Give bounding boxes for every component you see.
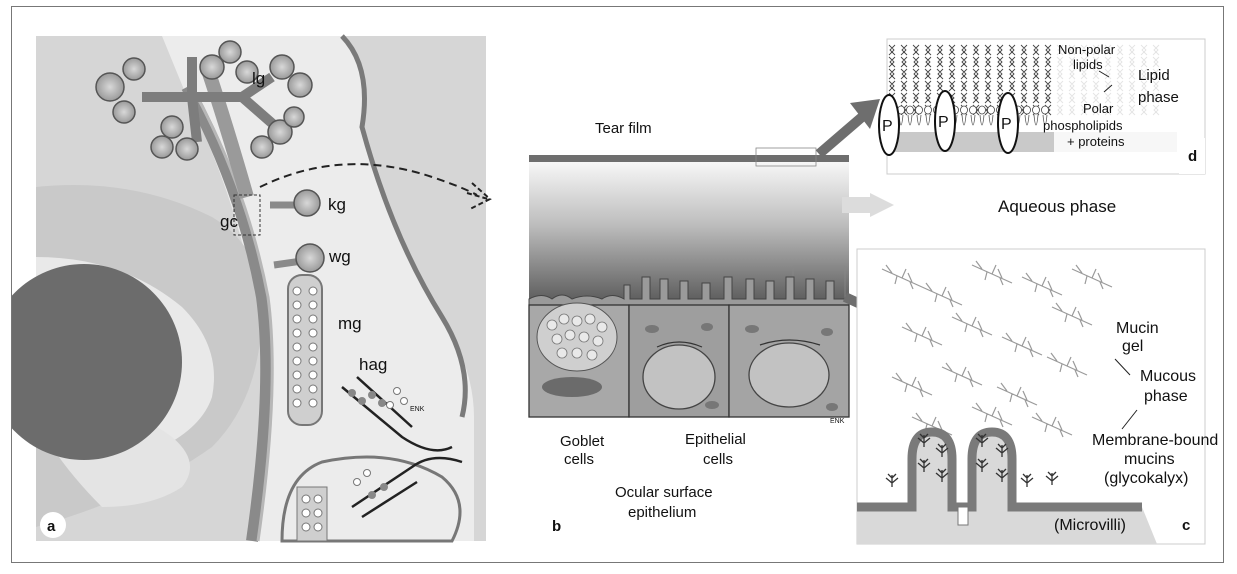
label-wg: wg — [328, 247, 351, 266]
aqueous-layer — [529, 162, 849, 302]
label-lg: lg — [252, 69, 265, 88]
panel-b-letter: b — [552, 518, 561, 535]
goblet-label-2: cells — [564, 451, 594, 468]
protein-p-2: P — [938, 114, 949, 131]
panel-c: Mucin gel Mucous phase Membrane-bound mu… — [857, 249, 1218, 544]
meibomian-gland — [288, 275, 322, 425]
figure-frame: lg kg gc wg mg hag ENK a Tear film — [11, 6, 1224, 563]
membrane-label-2: mucins — [1124, 451, 1175, 468]
membrane-label-1: Membrane-bound — [1092, 432, 1218, 449]
label-hag: hag — [359, 355, 387, 374]
tear-film-label: Tear film — [595, 120, 652, 137]
mucous-label-2: phase — [1144, 388, 1188, 405]
panel-c-letter: c — [1182, 517, 1190, 534]
ocular-label-1: Ocular surface — [615, 484, 713, 501]
protein-p-1: P — [882, 118, 893, 135]
polar-label-2: phospholipids — [1043, 118, 1123, 133]
mucin-label-1: Mucin — [1116, 320, 1159, 337]
nonpolar-label-1: Non-polar — [1058, 42, 1116, 57]
microvilli-label: (Microvilli) — [1054, 517, 1126, 534]
polar-label-3: + proteins — [1067, 134, 1125, 149]
panel-d: P P P Non-polar lipids Lipid phase Polar… — [879, 39, 1205, 174]
goblet-label-1: Goblet — [560, 433, 605, 450]
panel-a: lg kg gc wg mg hag ENK a — [12, 36, 490, 541]
aqueous-phase-label: Aqueous phase — [998, 197, 1116, 216]
protein-p-3: P — [1001, 116, 1012, 133]
epithelial-label-1: Epithelial — [685, 431, 746, 448]
mucous-label-1: Mucous — [1140, 368, 1196, 385]
polar-label-1: Polar — [1083, 101, 1114, 116]
figure-canvas: lg kg gc wg mg hag ENK a Tear film — [12, 7, 1225, 564]
panel-a-letter: a — [47, 518, 56, 535]
label-gc: gc — [220, 212, 238, 231]
lipid-phase-label-2: phase — [1138, 89, 1179, 106]
label-enk-b: ENK — [830, 418, 845, 425]
panel-d-letter: d — [1188, 148, 1197, 165]
nonpolar-label-2: lipids — [1073, 57, 1103, 72]
ocular-label-2: epithelium — [628, 504, 696, 521]
membrane-label-3: (glycokalyx) — [1104, 470, 1188, 487]
label-mg: mg — [338, 314, 362, 333]
lipid-layer-band — [529, 155, 849, 162]
mucin-label-2: gel — [1122, 338, 1143, 355]
epithelial-label-2: cells — [703, 451, 733, 468]
label-enk-a: ENK — [410, 406, 425, 413]
panel-b: Tear film ENK Goblet cells Epithelial ce… — [529, 120, 849, 535]
label-kg: kg — [328, 195, 346, 214]
lipid-phase-label-1: Lipid — [1138, 67, 1170, 84]
